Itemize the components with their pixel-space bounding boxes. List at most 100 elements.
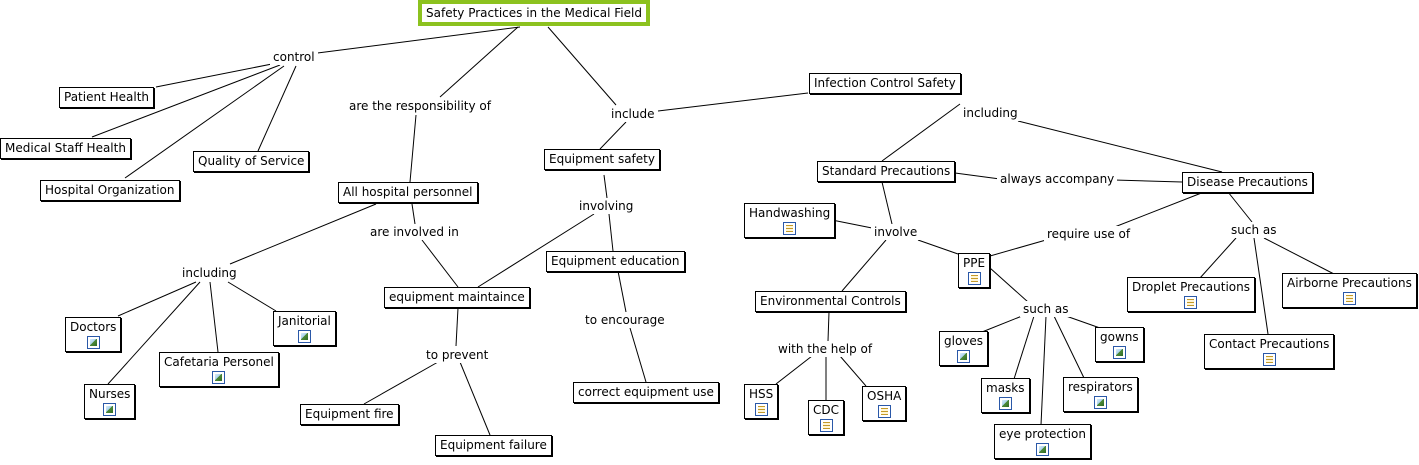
concept-cafetaria-personel[interactable]: Cafetaria Personel (159, 352, 279, 387)
link-phrase-include: include (608, 106, 658, 122)
concept-droplet-precautions[interactable]: Droplet Precautions (1127, 277, 1255, 312)
link-phrase-to-prevent: to prevent (423, 347, 492, 363)
concept-respirators[interactable]: respirators (1063, 377, 1138, 412)
edge-line (608, 213, 614, 252)
concept-standard-precautions[interactable]: Standard Precautions (817, 161, 956, 182)
concept-equipment-maintaince[interactable]: equipment maintaince (384, 287, 530, 308)
image-icon[interactable] (957, 350, 971, 363)
edge-line (881, 181, 893, 225)
link-phrase-require-use-of: require use of (1044, 226, 1134, 242)
edge-line (841, 239, 887, 292)
link-phrase-always-accompany: always accompany (997, 171, 1118, 187)
edge-line (1263, 237, 1335, 275)
concept-contact-precautions[interactable]: Contact Precautions (1204, 334, 1335, 369)
edge-line (1113, 179, 1183, 183)
concept-correct-equipment-use[interactable]: correct equipment use (573, 382, 719, 403)
concept-disease-precautions[interactable]: Disease Precautions (1182, 172, 1313, 193)
concept-label: gowns (1100, 330, 1139, 344)
concept-equipment-safety[interactable]: Equipment safety (544, 149, 660, 170)
image-icon[interactable] (86, 336, 100, 349)
concept-doctors[interactable]: Doctors (65, 317, 122, 352)
edge-line (775, 355, 813, 385)
edge-line (599, 121, 627, 150)
edge-line (603, 174, 608, 199)
link-phrase-such-as-ppe: such as (1020, 301, 1072, 317)
edge-line (1065, 315, 1101, 329)
concept-janitorial[interactable]: Janitorial (273, 311, 336, 346)
edge-line (1053, 315, 1085, 379)
concept-cdc[interactable]: CDC (808, 400, 844, 435)
edge-line (257, 65, 297, 152)
document-icon[interactable] (877, 405, 891, 418)
concept-osha[interactable]: OSHA (862, 386, 907, 421)
concept-masks[interactable]: masks (981, 378, 1030, 413)
root-concept[interactable]: Safety Practices in the Medical Field (418, 0, 650, 26)
edge-line (363, 361, 439, 405)
concept-label: PPE (963, 256, 986, 270)
concept-nurses[interactable]: Nurses (84, 384, 136, 419)
edge-line (839, 355, 867, 387)
edge-line (411, 203, 416, 225)
concept-equipment-education[interactable]: Equipment education (546, 251, 685, 272)
concept-equipment-fire[interactable]: Equipment fire (300, 404, 399, 425)
concept-handwashing[interactable]: Handwashing (744, 203, 836, 238)
concept-eye-protection[interactable]: eye protection (994, 424, 1091, 459)
link-phrase-to-encourage: to encourage (582, 312, 668, 328)
image-icon[interactable] (998, 397, 1012, 410)
edge-line (293, 26, 521, 57)
image-icon[interactable] (1112, 346, 1126, 359)
document-icon[interactable] (967, 272, 981, 285)
document-icon[interactable] (754, 403, 768, 416)
concept-patient-health[interactable]: Patient Health (59, 87, 155, 108)
image-icon[interactable] (297, 330, 311, 343)
link-phrase-involve: involve (871, 224, 921, 240)
edge-line (459, 361, 491, 436)
concept-label: Janitorial (278, 314, 331, 328)
edge-line (124, 65, 285, 179)
concept-label: Handwashing (749, 206, 831, 220)
concept-hospital-organization[interactable]: Hospital Organization (40, 180, 180, 201)
document-icon[interactable] (819, 419, 833, 432)
edge-line (1013, 315, 1035, 380)
link-phrase-with-the-help-of: with the help of (775, 341, 876, 357)
edge-line (617, 270, 627, 313)
edge-line (91, 64, 281, 138)
document-icon[interactable] (1262, 353, 1276, 366)
link-phrase-involving: involving (576, 198, 637, 214)
image-icon[interactable] (103, 403, 117, 416)
concept-quality-of-service[interactable]: Quality of Service (193, 151, 310, 172)
concept-environmental-controls[interactable]: Environmental Controls (755, 291, 906, 312)
concept-hss[interactable]: HSS (744, 384, 779, 419)
document-icon[interactable] (1342, 292, 1356, 305)
concept-label: Contact Precautions (1209, 337, 1330, 351)
concept-label: masks (986, 381, 1025, 395)
concept-airborne-precautions[interactable]: Airborne Precautions (1282, 273, 1417, 308)
image-icon[interactable] (1035, 443, 1049, 456)
image-icon[interactable] (1093, 396, 1107, 409)
link-phrase-such-as-disease: such as (1228, 222, 1280, 238)
concept-ppe[interactable]: PPE (958, 253, 991, 288)
link-phrase-control: control (270, 49, 318, 65)
concept-medical-staff-health[interactable]: Medical Staff Health (0, 138, 131, 159)
concept-infection-control-safety[interactable]: Infection Control Safety (809, 73, 961, 94)
concept-gowns[interactable]: gowns (1095, 327, 1144, 362)
concept-label: HSS (749, 387, 774, 401)
edge-line (1111, 191, 1205, 229)
concept-all-hospital-personnel[interactable]: All hospital personnel (338, 182, 478, 203)
edge-line (155, 61, 283, 88)
concept-label: Doctors (70, 320, 117, 334)
document-icon[interactable] (783, 222, 797, 235)
image-icon[interactable] (212, 371, 226, 384)
link-phrase-including-personnel: including (179, 265, 240, 281)
edge-line (1227, 191, 1253, 223)
edge-line (1017, 120, 1223, 173)
concept-label: Nurses (89, 387, 131, 401)
concept-equipment-failure[interactable]: Equipment failure (435, 435, 552, 456)
edge-line (989, 239, 1047, 257)
edge-line (1040, 315, 1047, 426)
concept-gloves[interactable]: gloves (939, 331, 989, 366)
document-icon[interactable] (1184, 296, 1198, 309)
edge-line (117, 281, 197, 317)
edge-line (547, 26, 617, 106)
